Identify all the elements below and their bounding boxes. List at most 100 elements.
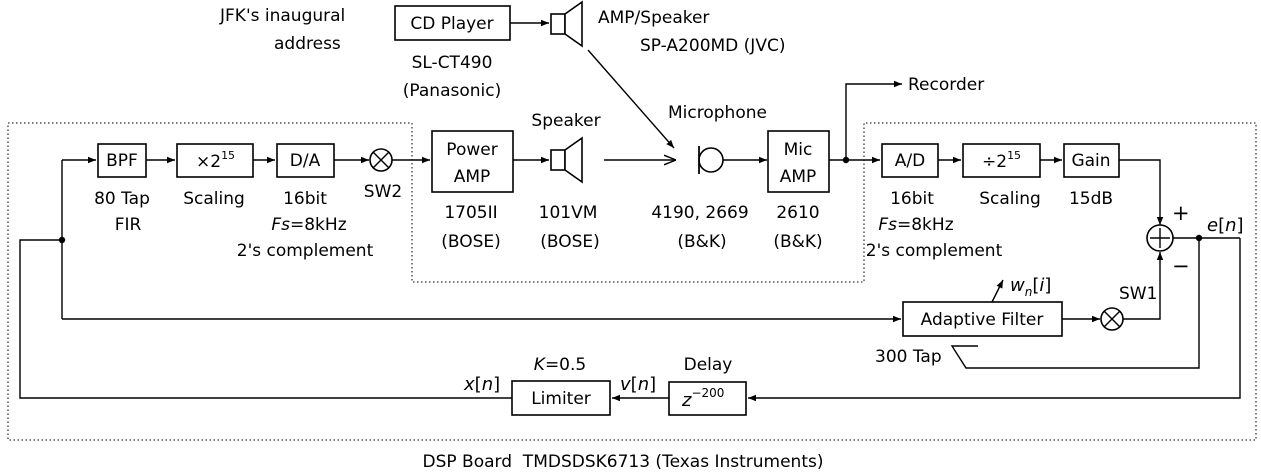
da-label: D/A [290,151,321,171]
da-fs-symbol: Fs [271,215,290,235]
speaker-label: Speaker [531,111,600,131]
mic-amp-maker: (B&K) [773,232,822,252]
cd-player-model: SL-CT490 [412,53,493,73]
recorder-label: Recorder [908,75,984,95]
amp-speaker-icon [550,0,583,48]
microphone-label: Microphone [668,103,767,123]
summer-icon [1146,224,1174,252]
sw2-label: SW2 [364,182,402,202]
to-recorder-arrow [845,80,902,160]
delay-z: z [681,390,692,411]
adaptive-filter-label: Adaptive Filter [921,310,1044,330]
sw1-to-summer-arrow [1123,252,1164,320]
sw1-switch-icon [1100,307,1124,331]
delay-transfer: z−200 [681,386,724,411]
summer-minus-sign: − [1172,254,1190,278]
gain-block [1063,143,1120,178]
v-signal-symbol: v [620,374,631,395]
adaptive-filter-block [902,301,1063,337]
limiter-label: Limiter [531,389,591,409]
x-signal-symbol: x [463,374,475,395]
da-block [276,143,335,178]
dsp-board-outline [7,122,1257,441]
speaker-icon [550,136,583,184]
da-note-line3: 2's complement [237,241,374,261]
limiter-output-line [19,239,512,399]
bpf-note-line1: 80 Tap [94,189,150,209]
cd-player-block [394,5,511,41]
microphone-model: 4190, 2669 [651,203,748,223]
power-amp-block [431,130,514,193]
ad-block [881,143,939,178]
microphone-icon [698,146,724,174]
scaling-in-note: Scaling [183,189,245,209]
amp-speaker-label: AMP/Speaker [598,8,709,28]
scaling-out-exponent: 15 [1007,149,1021,162]
scaling-in-prefix: ×2 [196,152,221,172]
da-sample-rate: Fs=8kHz [271,215,346,235]
scaling-in-block [176,143,254,178]
ad-fs-value: =8kHz [897,215,954,235]
cd-player-label: CD Player [410,14,493,34]
v-signal-index: n [638,374,649,395]
power-amp-model: 1705II [444,203,497,223]
scaling-out-label: ÷215 [982,149,1021,172]
ad-note-line1: 16bit [890,189,934,209]
gain-label: Gain [1071,151,1110,171]
weights-symbol: w [1010,275,1025,296]
dsp-board-caption: DSP Board TMDSDSK6713 (Texas Instruments… [423,452,824,472]
cd-player-maker: (Panasonic) [403,81,501,101]
source-label-line2: address [274,34,341,54]
gain-to-summer-arrow [1119,159,1164,225]
mic-amp-block [767,130,830,193]
gain-note: 15dB [1069,189,1113,209]
source-label-line1: JFK's inaugural [219,6,345,26]
amp-to-mic-arrow [587,49,675,149]
reference-junction [58,236,66,244]
weights-index: i [1039,275,1044,296]
mic-amp-label-line1: Mic [784,140,813,160]
ad-label: A/D [895,151,925,171]
sw2-switch-icon [369,148,393,172]
scaling-out-prefix: ÷2 [982,152,1007,172]
limiter-k-value: =0.5 [545,355,586,375]
limiter-block [511,380,611,416]
power-amp-label-line2: AMP [454,167,491,187]
ad-note-line3: 2's complement [866,241,1003,261]
delay-label: Delay [684,355,733,375]
da-note-line1: 16bit [283,189,327,209]
bpf-note-line2: FIR [115,215,142,235]
ad-sample-rate: Fs=8kHz [878,215,953,235]
scaling-out-note: Scaling [979,189,1041,209]
power-amp-label-line1: Power [446,140,497,160]
limiter-k-label: K=0.5 [534,355,586,375]
delay-block [668,381,747,416]
microphone-maker: (B&K) [677,232,726,252]
error-signal-index: n [1225,215,1236,236]
scaling-in-exponent: 15 [221,149,235,162]
bpf-block [97,143,147,178]
delay-exponent: −200 [691,386,724,400]
error-to-delay-arrow [748,238,1241,402]
error-signal-symbol: e [1207,215,1218,236]
summer-plus-sign: + [1172,201,1190,225]
bpf-label: BPF [106,151,138,171]
v-signal-label: v[n] [620,374,656,395]
mic-amp-label-line2: AMP [780,167,817,187]
x-signal-index: n [482,374,493,395]
weights-label: wn[i] [1010,275,1051,299]
speaker-model: 101VM [539,203,598,223]
adaptive-filter-note: 300 Tap [875,347,942,367]
power-amp-maker: (BOSE) [441,232,501,252]
error-signal-label: e[n] [1207,215,1244,236]
da-fs-value: =8kHz [290,215,347,235]
mic-amp-model: 2610 [776,203,819,223]
weights-output-arrow [991,279,1004,303]
speaker-maker: (BOSE) [540,232,600,252]
x-signal-label: x[n] [463,374,500,395]
weights-subscript: n [1025,285,1033,299]
sw1-label: SW1 [1119,284,1157,304]
amp-speaker-model: SP-A200MD (JVC) [640,36,785,56]
ad-fs-symbol: Fs [878,215,897,235]
